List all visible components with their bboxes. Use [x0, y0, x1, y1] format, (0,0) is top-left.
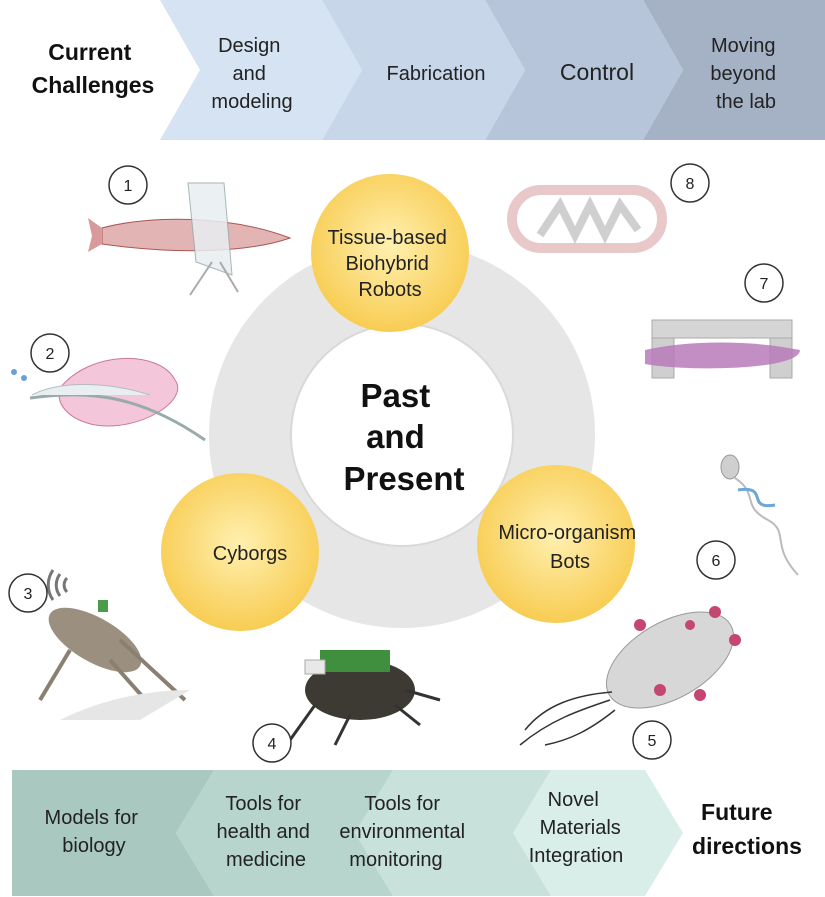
- bottom-step-3-label: Tools for environmental monitoring: [339, 793, 470, 871]
- badge-3: [8, 573, 48, 613]
- badge-4-label: 4: [268, 736, 277, 753]
- example-illustrations: [11, 182, 800, 746]
- fish-robot-illustration: [88, 182, 292, 296]
- badge-6-label: 6: [712, 553, 721, 570]
- top-step-4-chevron: [643, 0, 825, 140]
- top-step-1-label: Design and modeling: [211, 35, 292, 113]
- top-step-3-label: Control: [560, 59, 634, 85]
- node-cyborgs-label: Cyborgs: [213, 543, 287, 565]
- badge-7: [744, 263, 784, 303]
- node-tissue-based-label: Tissue-based Biohybrid Robots: [328, 227, 453, 301]
- past-and-present-hub: Past and Present Tissue-based Biohybrid …: [161, 174, 641, 631]
- bottom-step-1-label: Models for biology: [45, 807, 144, 857]
- top-step-3-chevron: [485, 0, 683, 140]
- sperm-bot-illustration: [720, 454, 799, 576]
- badge-2: [30, 333, 70, 373]
- badge-7-label: 7: [760, 276, 769, 293]
- ray-robot-illustration: [11, 357, 206, 442]
- bacterium-illustration: [519, 606, 741, 746]
- top-step-4-label: Moving beyond the lab: [710, 35, 781, 113]
- badge-8: [670, 163, 710, 203]
- badge-5: [632, 720, 672, 760]
- beetle-illustration: [288, 650, 441, 746]
- top-step-1-chevron: [160, 0, 362, 140]
- bottom-step-4-label: Novel Materials Integration: [529, 789, 627, 867]
- node-micro-organism: [477, 465, 635, 623]
- badge-2-label: 2: [46, 346, 55, 363]
- node-micro-organism-label: Micro-organism Bots: [498, 522, 641, 573]
- top-step-2-label: Fabrication: [387, 63, 486, 85]
- badge-1: [108, 165, 148, 205]
- top-step-2-chevron: [322, 0, 525, 140]
- bottom-step-2-label: Tools for health and medicine: [217, 793, 316, 871]
- bottom-step-3-chevron: [355, 770, 551, 896]
- badge-6: [696, 540, 736, 580]
- pillar-muscle-illustration: [645, 319, 800, 379]
- bottom-banner: Models for biology Tools for health and …: [12, 770, 802, 896]
- serpentine-frame-illustration: [507, 185, 667, 253]
- current-challenges-title: Current Challenges: [32, 39, 155, 98]
- hub-label: Past and Present: [343, 377, 464, 497]
- badge-1-label: 1: [124, 178, 133, 195]
- grasshopper-illustration: [38, 569, 190, 720]
- node-cyborgs: [161, 473, 319, 631]
- badge-3-label: 3: [24, 586, 33, 603]
- future-directions-title: Future directions: [692, 799, 802, 859]
- bottom-step-2-chevron: [176, 770, 393, 896]
- example-number-badges: 1 2 3 4 5 6 7 8: [8, 163, 784, 763]
- bottom-step-1-chevron: [12, 770, 214, 896]
- badge-5-label: 5: [648, 733, 657, 750]
- bottom-step-4-chevron: [513, 770, 683, 896]
- node-tissue-based: [311, 174, 469, 332]
- badge-4: [252, 723, 292, 763]
- badge-8-label: 8: [686, 176, 695, 193]
- top-banner: Current Challenges Design and modeling F…: [32, 0, 825, 140]
